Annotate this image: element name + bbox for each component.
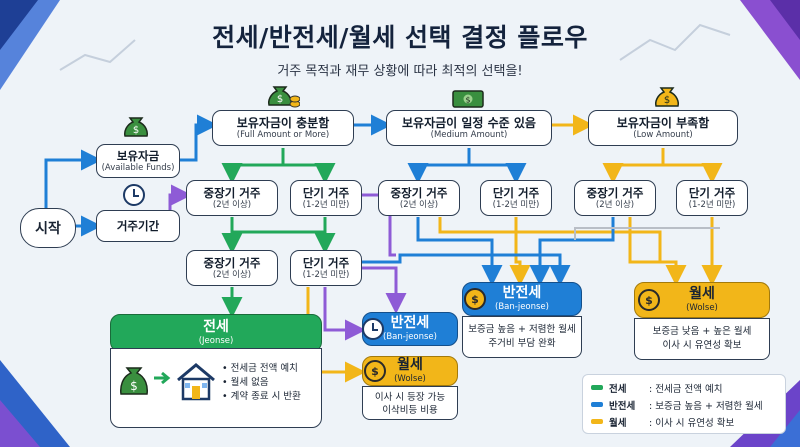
short-term-sub: (1-2년 미만): [492, 199, 540, 210]
legend-key: 전세: [609, 383, 627, 395]
jeonse-result-header[interactable]: 전세 (Jeonse): [110, 314, 322, 352]
legend-key: 월세: [609, 417, 627, 429]
full-amount-label: 보유자금이 충분함: [236, 115, 330, 130]
full-amount-node[interactable]: 보유자금이 충분함 (Full Amount or More): [212, 110, 354, 146]
money-bag-icon: $: [116, 362, 152, 402]
banjeonse-big-sub: (Ban-jeonse): [495, 302, 549, 312]
banjeonse-small-sub: (Ban-jeonse): [383, 332, 437, 342]
jeonse-sub: (Jeonse): [198, 336, 234, 346]
mid-term-sub: (2년 이상): [212, 199, 252, 210]
legend-desc: : 보증금 높음 + 저렴한 월세: [649, 400, 763, 412]
banjeonse-big-body: 보증금 높음 + 저렴한 월세 주거비 부담 완화: [462, 316, 582, 358]
wolse-small-title: 월세: [397, 357, 423, 373]
wolse-small-line1: 이사 시 등장 가능: [374, 392, 446, 403]
money-bag-icon: $: [121, 110, 151, 140]
mid-term-sub: (2년 이상): [595, 199, 635, 210]
mid-term-label: 중장기 거주: [203, 185, 261, 200]
money-bag-icon: $: [266, 80, 301, 110]
medium-short-term-node[interactable]: 단기 거주 (1-2년 미만): [480, 180, 552, 216]
short-term-label: 단기 거주: [302, 185, 350, 200]
svg-text:$: $: [133, 125, 139, 136]
legend-item-jeonse: 전세 : 전세금 전액 예치: [591, 379, 777, 396]
short-term-label: 단기 거주: [688, 185, 736, 200]
mid-term-label: 중장기 거주: [586, 185, 644, 200]
start-node[interactable]: 시작: [20, 208, 76, 248]
short-term-sub: (1-2년 미만): [688, 199, 736, 210]
wolse-small-line2: 이삭비등 비용: [382, 405, 438, 416]
short-term-label: 단기 거주: [302, 255, 350, 270]
low-amount-label: 보유자금이 부족함: [616, 115, 710, 130]
period-label: 거주기간: [116, 219, 160, 233]
page-title: 전세/반전세/월세 선택 결정 플로우: [212, 23, 588, 52]
short-term-sub: (1-2년 미만): [302, 199, 350, 210]
period-mid-term-node[interactable]: 중장기 거주 (2년 이상): [186, 250, 278, 286]
banjeonse-big-title: 반전세: [502, 285, 542, 301]
svg-text:$: $: [664, 95, 670, 106]
jeonse-bullet: 전세금 전액 예치: [222, 362, 320, 376]
jeonse-title: 전세: [203, 319, 229, 335]
clock-icon: [123, 184, 145, 206]
legend-item-wolse: 월세 : 이사 시 유연성 확보: [591, 413, 777, 430]
legend-swatch: [591, 402, 603, 407]
banjeonse-big-line2: 주거비 부담 완화: [488, 338, 556, 349]
banjeonse-big-line1: 보증금 높음 + 저렴한 월세: [468, 324, 576, 335]
legend-key: 반전세: [609, 400, 636, 412]
svg-text:$: $: [277, 94, 283, 105]
wolse-big-line2: 이사 시 유연성 확보: [662, 340, 742, 351]
svg-text:$: $: [465, 96, 470, 105]
coin-icon: $: [464, 288, 486, 310]
medium-amount-node[interactable]: 보유자금이 일정 수준 있음 (Medium Amount): [386, 110, 552, 146]
short-term-label: 단기 거주: [492, 185, 540, 200]
mid-term-label: 중장기 거주: [203, 255, 261, 270]
wolse-big-line1: 보증금 낮음 + 높은 월세: [652, 326, 752, 337]
full-amount-sub: (Full Amount or More): [236, 129, 330, 140]
house-icon: [174, 360, 218, 402]
legend-swatch: [591, 385, 603, 390]
jeonse-bullets: 전세금 전액 예치 월세 없음 계약 종료 시 반환: [222, 362, 320, 404]
mid-term-sub: (2년 이상): [399, 199, 439, 210]
coin-icon: $: [364, 360, 386, 382]
clock-icon: [362, 318, 384, 340]
low-short-term-node[interactable]: 단기 거주 (1-2년 미만): [676, 180, 748, 216]
low-amount-node[interactable]: 보유자금이 부족함 (Low Amount): [588, 110, 738, 146]
money-bag-icon: $: [652, 80, 682, 110]
arrow-right-icon: [152, 370, 174, 386]
low-mid-term-node[interactable]: 중장기 거주 (2년 이상): [574, 180, 656, 216]
legend-desc: : 전세금 전액 예치: [649, 383, 723, 395]
jeonse-bullet: 월세 없음: [222, 376, 320, 390]
full-short-term-node[interactable]: 단기 거주 (1-2년 미만): [290, 180, 362, 216]
wolse-big-title: 월세: [689, 286, 715, 302]
page-subtitle: 거주 목적과 재무 상황에 따라 최적의 선택을!: [277, 64, 523, 79]
legend-item-banjeonse: 반전세 : 보증금 높음 + 저렴한 월세: [591, 396, 777, 413]
wolse-big-sub: (Wolse): [686, 303, 718, 313]
legend-desc: : 이사 시 유연성 확보: [649, 417, 735, 429]
funds-node[interactable]: 보유자금 (Available Funds): [96, 144, 180, 178]
mid-term-sub: (2년 이상): [212, 269, 252, 280]
short-term-sub: (1-2년 미만): [302, 269, 350, 280]
medium-mid-term-node[interactable]: 중장기 거주 (2년 이상): [378, 180, 460, 216]
wolse-small-sub: (Wolse): [394, 374, 426, 384]
legend: 전세 : 전세금 전액 예치 반전세 : 보증금 높음 + 저렴한 월세 월세 …: [582, 374, 786, 434]
medium-amount-label: 보유자금이 일정 수준 있음: [402, 115, 536, 130]
period-node[interactable]: 거주기간: [96, 210, 180, 242]
jeonse-bullet: 계약 종료 시 반환: [222, 390, 320, 404]
coin-icon: $: [638, 289, 660, 311]
funds-sub: (Available Funds): [101, 162, 175, 173]
wolse-small-body: 이사 시 등장 가능 이삭비등 비용: [362, 386, 458, 420]
svg-text:$: $: [130, 379, 138, 393]
low-amount-sub: (Low Amount): [633, 129, 693, 140]
cash-icon: $: [452, 90, 484, 108]
medium-amount-sub: (Medium Amount): [430, 129, 508, 140]
legend-swatch: [591, 419, 603, 424]
banjeonse-small-title: 반전세: [390, 315, 430, 331]
wolse-big-body: 보증금 낮음 + 높은 월세 이사 시 유연성 확보: [634, 318, 770, 360]
funds-label: 보유자금: [116, 148, 160, 163]
banjeonse-big-header[interactable]: 반전세 (Ban-jeonse): [462, 282, 582, 316]
mid-term-label: 중장기 거주: [390, 185, 448, 200]
full-mid-term-node[interactable]: 중장기 거주 (2년 이상): [186, 180, 278, 216]
period-short-term-node[interactable]: 단기 거주 (1-2년 미만): [290, 250, 362, 286]
